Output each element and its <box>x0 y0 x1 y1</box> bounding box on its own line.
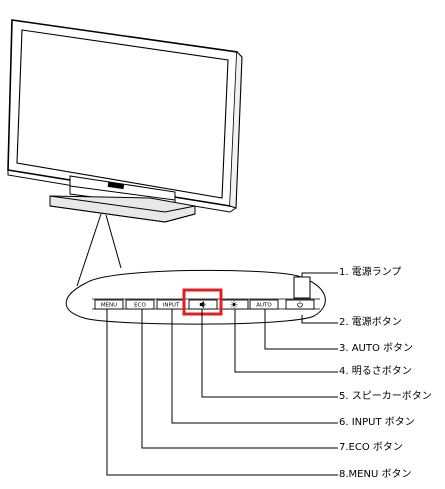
leader-lines <box>106 272 338 476</box>
auto-button[interactable]: AUTO <box>249 299 279 310</box>
callout-power-lamp: 1. 電源ランプ <box>339 267 402 278</box>
speaker-icon <box>199 300 206 309</box>
brightness-icon <box>232 302 236 307</box>
monitor <box>7 19 243 213</box>
menu-button-label: MENU <box>101 303 117 309</box>
zoom-lines <box>76 213 122 287</box>
eco-button[interactable]: ECO <box>125 299 155 310</box>
callout-menu-button: 8.MENU ボタン <box>339 469 412 480</box>
input-button[interactable]: INPUT <box>156 299 186 310</box>
monitor-stand <box>49 175 196 223</box>
brightness-icon-ray <box>231 301 233 304</box>
callout-brightness-button: 4. 明るさボタン <box>339 366 412 377</box>
auto-button-face[interactable] <box>249 299 279 310</box>
brightness-icon-ray <box>235 301 237 304</box>
brightness-icon-ray <box>231 305 233 308</box>
speaker-button[interactable] <box>188 299 218 310</box>
button-panel <box>65 269 326 325</box>
eco-button-face[interactable] <box>125 299 155 310</box>
callout-speaker-button: 5. スピーカーボタン <box>339 391 432 402</box>
power-button-face[interactable] <box>285 299 315 310</box>
auto-button-label: AUTO <box>256 303 272 309</box>
callout-input-button: 6. INPUT ボタン <box>339 417 415 428</box>
panel-buttons: MENU ECO INPUT AUTO <box>94 299 315 310</box>
power-icon <box>297 301 303 308</box>
input-button-label: INPUT <box>163 303 180 309</box>
power-button[interactable] <box>285 299 315 310</box>
menu-button[interactable]: MENU <box>94 299 124 310</box>
power-lamp <box>293 276 311 299</box>
eco-button-label: ECO <box>134 303 146 309</box>
menu-button-face[interactable] <box>94 299 124 310</box>
brand-logo <box>107 181 125 190</box>
brightness-button[interactable] <box>219 299 249 310</box>
brightness-icon-ray <box>235 305 237 308</box>
callout-eco-button: 7.ECO ボタン <box>339 442 403 453</box>
callout-power-button: 2. 電源ボタン <box>339 317 402 328</box>
callout-auto-button: 3. AUTO ボタン <box>339 343 414 354</box>
